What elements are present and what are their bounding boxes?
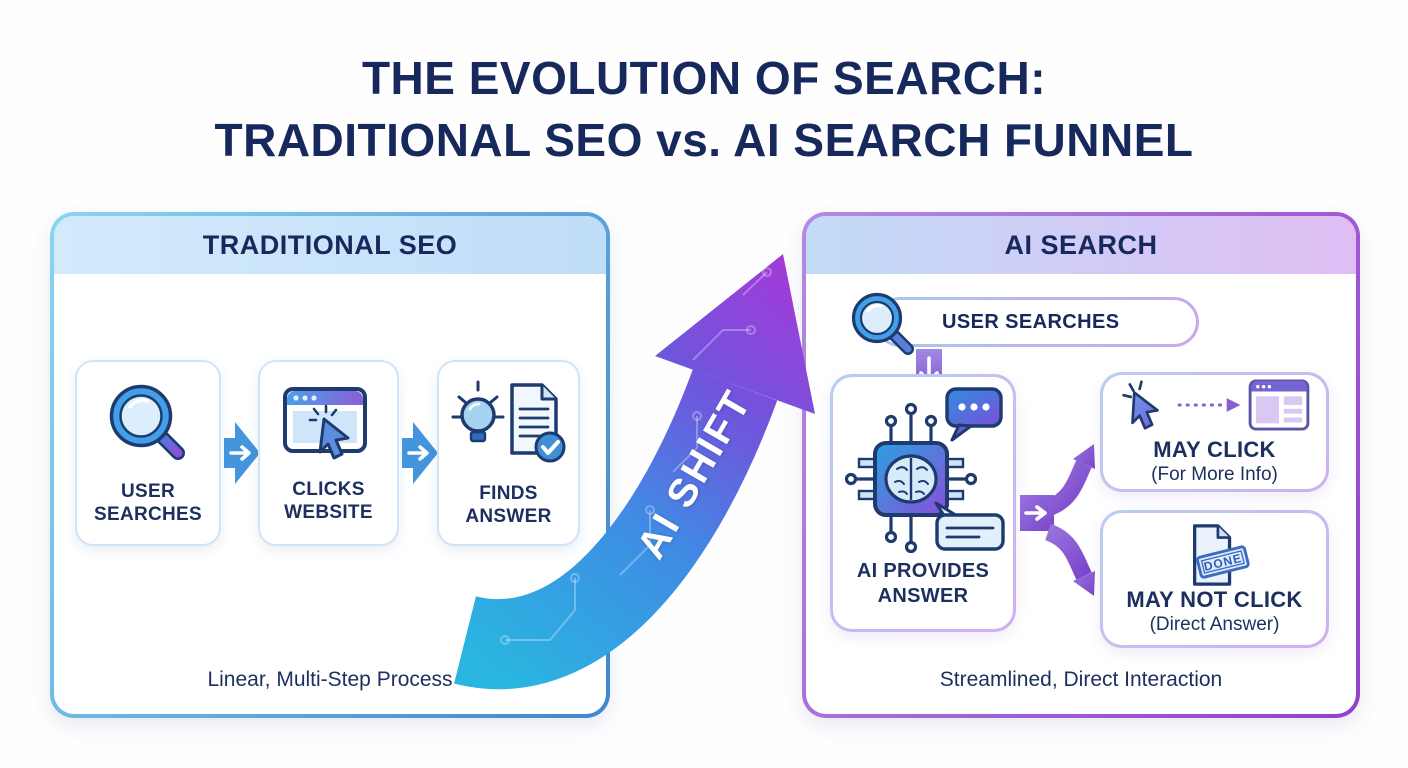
magnifier-icon: [851, 292, 914, 355]
right-arrow-icon: [402, 422, 438, 484]
bulb-document-icon: [451, 380, 565, 463]
ai-chip-icon: [844, 387, 1005, 554]
may-click-icon-row: [1120, 378, 1310, 432]
circuit-traces: [500, 267, 772, 645]
step-card-user-searches: USER SEARCHES: [75, 360, 221, 546]
ai-search-header: AI SEARCH: [806, 216, 1356, 274]
answer-bubble: [934, 501, 1005, 551]
ai-shift-arrow: [454, 254, 815, 690]
right-arrow-icon: [224, 422, 260, 484]
step-card-clicks-website: CLICKS WEBSITE: [258, 360, 399, 546]
dotted-arrow-icon: [1177, 398, 1240, 412]
page-title-line1: THE EVOLUTION OF SEARCH:: [361, 52, 1047, 104]
webpage-icon: [1248, 379, 1309, 431]
may-not-click-title: MAY NOT CLICK: [1126, 586, 1303, 612]
magnifier-icon: [109, 384, 185, 461]
traditional-seo-panel-body: TRADITIONAL SEO USER SEARCHES: [54, 216, 606, 714]
ai-provides-answer-card: AI PROVIDES ANSWER: [830, 374, 1016, 632]
ai-search-panel-body: AI SEARCH USER SEARCHES: [806, 216, 1356, 714]
ai-provides-answer-label: AI PROVIDES ANSWER: [856, 560, 990, 607]
may-click-card: MAY CLICK (For More Info): [1100, 372, 1329, 492]
step-label: FINDS ANSWER: [465, 483, 552, 527]
step-label: CLICKS WEBSITE: [284, 479, 373, 523]
step-label: USER SEARCHES: [94, 481, 202, 525]
cursor-click-icon: [1121, 380, 1159, 430]
traditional-seo-panel: TRADITIONAL SEO USER SEARCHES: [50, 212, 610, 718]
ai-search-panel: AI SEARCH USER SEARCHES: [802, 212, 1360, 718]
traditional-caption: Linear, Multi-Step Process: [207, 668, 453, 691]
may-not-click-subtitle: (Direct Answer): [1149, 613, 1280, 635]
may-not-click-card: DONE MAY NOT CLICK (Direct Answer): [1100, 510, 1329, 648]
user-searches-pill-label: USER SEARCHES: [878, 300, 1196, 344]
done-document-icon: DONE: [1192, 523, 1250, 586]
fork-arrow-icon: [1020, 444, 1095, 596]
page-title: THE EVOLUTION OF SEARCH: TRADITIONAL SEO…: [0, 48, 1408, 171]
chat-dots-bubble: [945, 387, 1003, 442]
browser-click-icon: [282, 387, 367, 460]
may-click-subtitle: (For More Info): [1151, 464, 1278, 485]
user-searches-pill: USER SEARCHES: [875, 297, 1199, 347]
ai-caption: Streamlined, Direct Interaction: [939, 668, 1223, 691]
traditional-seo-header: TRADITIONAL SEO: [54, 216, 606, 274]
page-title-line2: TRADITIONAL SEO vs. AI SEARCH FUNNEL: [214, 113, 1194, 166]
may-click-title: MAY CLICK: [1153, 437, 1276, 462]
step-card-finds-answer: FINDS ANSWER: [437, 360, 580, 546]
